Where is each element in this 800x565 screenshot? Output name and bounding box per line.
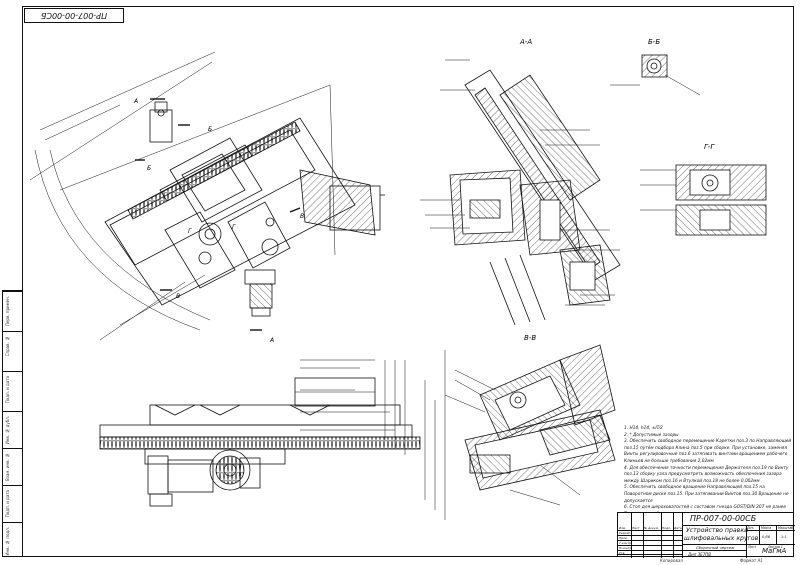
side-cell: Инв. № подл.: [3, 522, 22, 558]
title-block-code: ПР-007-00-00СБ: [690, 514, 757, 523]
title-block-header-cell: № докум.: [644, 526, 659, 530]
note-item: 1. Н14, h14, ±IT⁄2: [624, 426, 663, 431]
below-frame-right: Формат А1: [740, 558, 763, 563]
below-frame-left: Копировал: [660, 558, 683, 563]
title-block-role: Разраб.: [619, 531, 631, 535]
title-block-subtitle: Сборочный чертеж: [696, 545, 735, 550]
section-gg: [640, 164, 767, 236]
front-view: [99, 350, 446, 520]
technical-notes: 1. Н14, h14, ±IT⁄2 2. * Допустимые зазор…: [624, 426, 792, 518]
note-item: 3. Обеспечить свободное перемещение Каре…: [624, 439, 792, 464]
title-block-col-head: Масштаб: [778, 526, 794, 530]
title-block-role: Пров.: [619, 536, 628, 540]
cut-letter: Г: [188, 228, 192, 235]
side-cell: Подп. и дата: [3, 371, 22, 411]
title-block-header-cell: Изм.: [619, 526, 627, 530]
section-label-gg: Г-Г: [704, 143, 715, 151]
main-view-dimensions: [29, 51, 336, 341]
title-block-header-cell: Подп.: [662, 526, 672, 530]
section-label-bb: Б-Б: [648, 38, 660, 46]
note-item: 4. Для обеспечения точности перемещения …: [624, 465, 789, 484]
side-cell: Инв. № дубл.: [3, 411, 22, 448]
cut-letter: В: [176, 293, 180, 300]
side-strip: Перв. примен. Справ. № Подп. и дата Инв.…: [2, 290, 22, 557]
drawing-frame: [22, 6, 794, 557]
title-block-title-2: шлифовальных кругов: [684, 535, 759, 542]
title-block-title-1: Устройство правки: [686, 527, 749, 534]
side-cell: Подп. и дата: [3, 485, 22, 522]
cut-letter: А: [269, 337, 274, 344]
title-block-group: Дип ЗЕ7ПВ: [688, 552, 711, 557]
title-block: ПР-007-00-00СБ Устройство правки шлифова…: [617, 512, 795, 558]
title-block-role: Т.контр.: [619, 541, 633, 545]
title-block-sheets: Листов 1: [768, 545, 783, 549]
section-aa: [420, 59, 621, 326]
side-cell: Перв. примен.: [3, 291, 22, 331]
title-block-header-cell: Дата: [674, 526, 682, 530]
title-block-sheet-cell: Лист: [748, 545, 757, 549]
title-block-scale: 1:1: [781, 535, 787, 539]
cut-letter: А: [133, 98, 138, 105]
title-block-role: Н.контр.: [619, 546, 633, 550]
side-cell: Взам. инв. №: [3, 448, 22, 485]
main-view: [29, 51, 385, 341]
note-item: 2. * Допустимые зазоры: [624, 432, 679, 438]
title-block-org: МаГмА: [762, 547, 787, 555]
note-item: 5. Обеспечить свободное вращение Направл…: [624, 485, 789, 504]
title-block-col-head: Лит.: [747, 526, 755, 530]
cut-letter: Б: [208, 126, 212, 133]
cut-letter: Б: [147, 165, 151, 172]
title-block-mass: 0,66: [762, 535, 771, 539]
front-view-dimensions: [300, 350, 446, 520]
title-block-role: Утв.: [619, 551, 626, 555]
side-cell: Справ. №: [3, 331, 22, 371]
section-bb: [610, 54, 701, 96]
section-label-vv: В-В: [524, 334, 536, 342]
cut-letter: В: [300, 213, 304, 220]
section-vv: [444, 344, 616, 506]
title-block-header-cell: Лист: [632, 526, 640, 530]
cut-marks: [135, 98, 301, 331]
cut-letter: Г: [232, 224, 236, 231]
title-block-col-head: Масса: [761, 526, 772, 530]
section-label-aa: А-А: [519, 38, 532, 46]
